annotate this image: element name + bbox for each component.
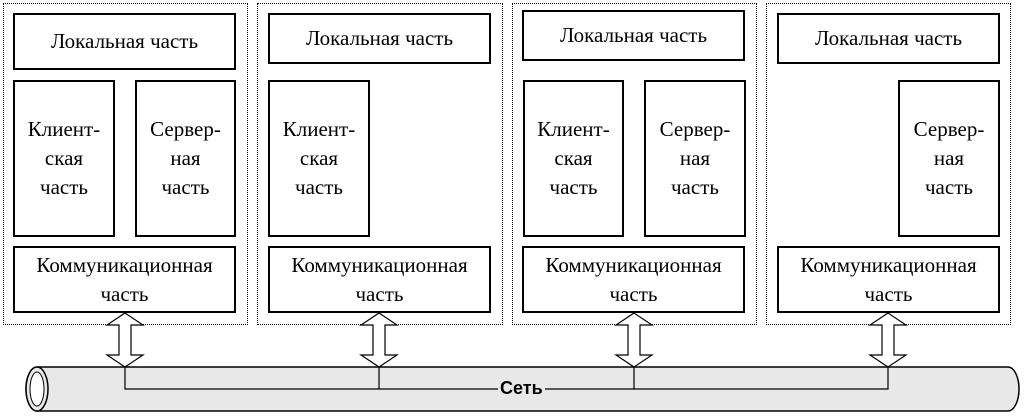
double-arrow-1: [105, 312, 145, 368]
local-part-label-4: Локальная часть: [814, 26, 963, 50]
network-pipe-end-inner: [29, 371, 45, 407]
local-part-box-3: Локальная часть: [522, 10, 745, 61]
double-arrows: [105, 312, 908, 368]
server-part-box-1: Сервер- ная часть: [135, 80, 236, 237]
local-part-box-4: Локальная часть: [777, 13, 1000, 64]
network-label: Сеть: [498, 378, 545, 399]
server-part-label-3: Сервер- ная часть: [659, 117, 731, 199]
comm-part-box-4: Коммуникационная часть: [777, 246, 1000, 313]
client-part-label-3: Клиент- ская часть: [537, 117, 610, 199]
local-part-box-2: Локальная часть: [268, 13, 491, 64]
local-part-label-3: Локальная часть: [559, 23, 708, 47]
client-part-box-3: Клиент- ская часть: [523, 80, 624, 237]
double-arrow-3: [614, 312, 654, 368]
local-part-box-1: Локальная часть: [13, 13, 236, 70]
local-part-label-2: Локальная часть: [305, 26, 454, 50]
server-part-box-4: Сервер- ная часть: [898, 80, 1000, 237]
client-part-box-2: Клиент- ская часть: [268, 80, 370, 237]
double-arrow-2: [359, 312, 399, 368]
client-part-label-2: Клиент- ская часть: [282, 117, 356, 199]
client-part-label-1: Клиент- ская часть: [27, 117, 101, 199]
comm-part-label-4: Коммуникационная часть: [800, 252, 977, 306]
server-part-label-1: Сервер- ная часть: [150, 117, 221, 199]
comm-part-label-3: Коммуникационная часть: [545, 252, 722, 306]
local-part-label-1: Локальная часть: [50, 29, 199, 53]
client-part-box-1: Клиент- ская часть: [13, 80, 115, 237]
comm-part-label-1: Коммуникационная часть: [36, 252, 213, 306]
comm-part-label-2: Коммуникационная часть: [291, 252, 468, 306]
server-part-label-4: Сервер- ная часть: [913, 117, 985, 199]
comm-part-box-3: Коммуникационная часть: [522, 246, 745, 313]
comm-part-box-1: Коммуникационная часть: [13, 246, 236, 313]
double-arrow-4: [868, 312, 908, 368]
comm-part-box-2: Коммуникационная часть: [268, 246, 491, 313]
server-part-box-3: Сервер- ная часть: [644, 80, 746, 237]
